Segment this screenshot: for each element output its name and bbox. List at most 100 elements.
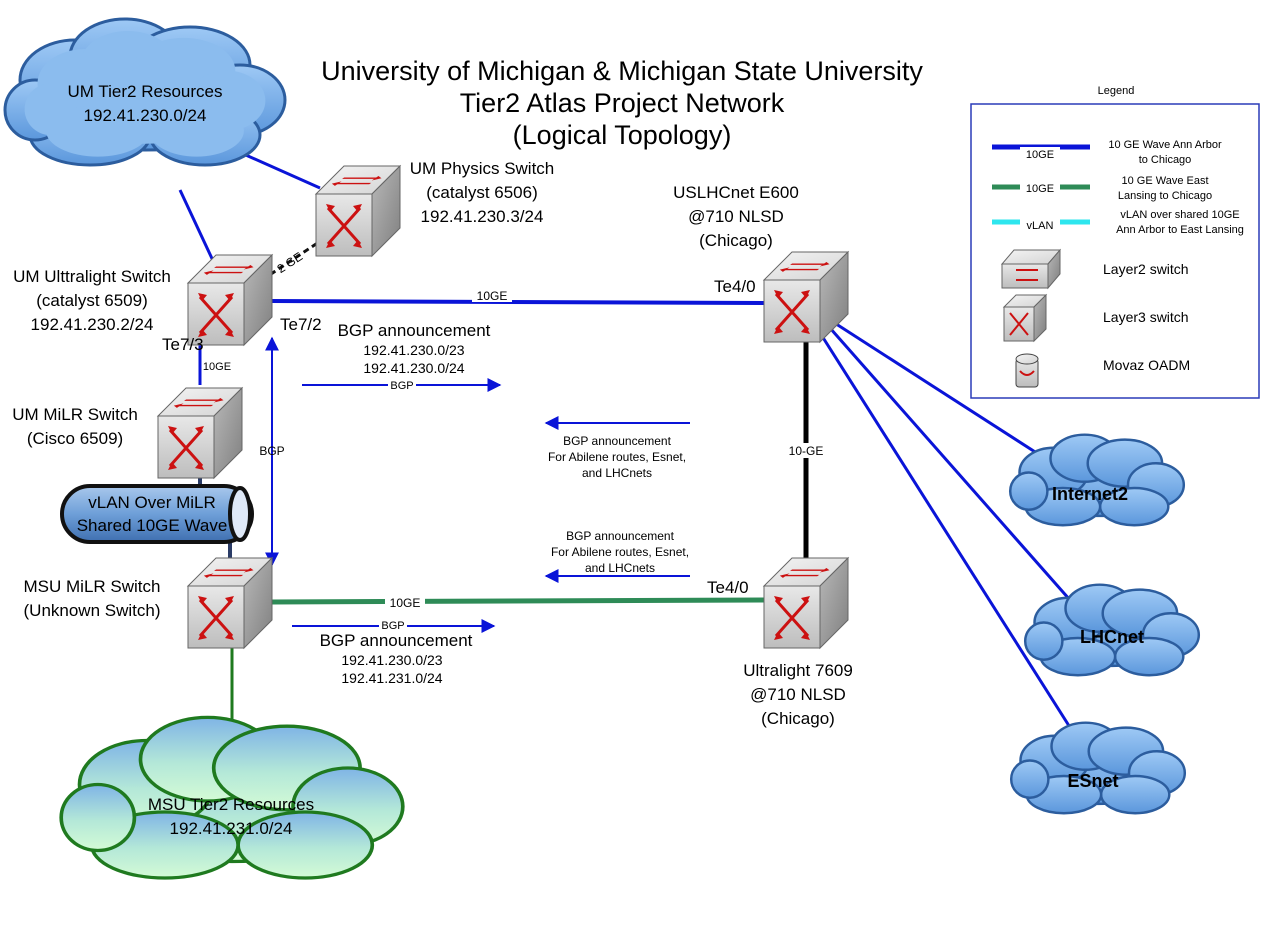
label-2ge: 2 GE	[275, 249, 306, 276]
legend-oadm-label: Movaz OADM	[1103, 357, 1190, 373]
legend-text2-green: Lansing to Chicago	[1118, 190, 1212, 202]
label-uslhcnet: USLHCnet E600 @710 NLSD (Chicago)	[673, 183, 799, 250]
label-10ge-vertical: 10-GE	[789, 444, 824, 458]
internet2-label: Internet2	[1052, 484, 1128, 504]
internet2-cloud	[1008, 433, 1186, 527]
legend-layer3-icon	[1002, 293, 1048, 343]
legend-layer2-icon	[1000, 248, 1062, 290]
ultralight7609-line1: Ultralight 7609	[743, 661, 853, 680]
switch-msu-milr[interactable]	[186, 556, 274, 650]
title-line1: University of Michigan & Michigan State …	[321, 56, 923, 86]
um-physics-line2: (catalyst 6506)	[426, 183, 538, 202]
bgp-chi-um-line2: For Abilene routes, Esnet,	[548, 450, 686, 464]
switch-ultralight-7609[interactable]	[762, 556, 850, 650]
legend-tag-blue: 10GE	[1026, 149, 1054, 161]
um-ultralight-line1: UM Ulttralight Switch	[13, 267, 171, 286]
title-line2: Tier2 Atlas Project Network	[460, 88, 785, 118]
bgp-msu-out-line2: 192.41.230.0/23	[341, 652, 442, 668]
legend-item-blue: 10GE 10 GE Wave Ann Arbor to Chicago	[992, 139, 1222, 166]
label-msu-milr: MSU MiLR Switch (Unknown Switch)	[24, 577, 161, 620]
legend-layer3-label: Layer3 switch	[1103, 309, 1189, 325]
switch-um-ultralight[interactable]	[186, 253, 274, 347]
legend-item-green: 10GE 10 GE Wave East Lansing to Chicago	[992, 175, 1212, 202]
legend-text2-blue: to Chicago	[1139, 154, 1192, 166]
bgp-chi-msu-line1: BGP announcement	[566, 529, 675, 543]
legend-text1-cyan: vLAN over shared 10GE	[1120, 209, 1239, 221]
legend-tag-green: 10GE	[1026, 183, 1054, 195]
esnet-label: ESnet	[1067, 771, 1118, 791]
label-10ge-bottom: 10GE	[390, 596, 421, 610]
um-physics-line1: UM Physics Switch	[410, 159, 555, 178]
uslhcnet-line1: USLHCnet E600	[673, 183, 799, 202]
port-te4-0-bottom: Te4/0	[707, 578, 749, 597]
legend-oadm-icon	[1015, 353, 1039, 388]
legend-tag-cyan: vLAN	[1027, 220, 1054, 232]
switch-um-milr[interactable]	[156, 386, 244, 480]
link-umcloud-ultralight	[178, 189, 217, 266]
ultralight7609-line2: @710 NLSD	[750, 685, 846, 704]
bgp-chi-um-line1: BGP announcement	[563, 434, 672, 448]
title-line3: (Logical Topology)	[513, 120, 732, 150]
msu-milr-line2: (Unknown Switch)	[24, 601, 161, 620]
uslhcnet-line2: @710 NLSD	[688, 207, 784, 226]
link-msu-ultralight7609-10ge	[271, 597, 771, 605]
lhcnet-label: LHCnet	[1080, 627, 1144, 647]
um-milr-line2: (Cisco 6509)	[27, 429, 123, 448]
port-te7-3: Te7/3	[162, 335, 204, 354]
bgp-msu-out-arrow-label: BGP	[381, 620, 404, 632]
um-ultralight-line2: (catalyst 6509)	[36, 291, 148, 310]
label-um-milr: UM MiLR Switch (Cisco 6509)	[12, 405, 138, 448]
link-uslhcnet-lhcnet	[828, 327, 1072, 601]
bgp-chi-um-line3: and LHCnets	[582, 466, 652, 480]
legend-layer2-label: Layer2 switch	[1103, 261, 1189, 277]
bgp-msu-out-line3: 192.41.231.0/24	[341, 670, 442, 686]
label-um-physics: UM Physics Switch (catalyst 6506) 192.41…	[410, 159, 555, 226]
bgp-um-out-line3: 192.41.230.0/24	[363, 360, 464, 376]
msu-milr-line1: MSU MiLR Switch	[24, 577, 161, 596]
msu-tier2-label: MSU Tier2 Resources 192.41.231.0/24	[148, 795, 314, 838]
esnet-cloud	[1009, 721, 1187, 815]
uslhcnet-line3: (Chicago)	[699, 231, 773, 250]
switch-um-physics[interactable]	[314, 164, 402, 258]
um-tier2-cloud: UM Tier2 Resources 192.41.230.0/24	[3, 17, 287, 167]
um-physics-line3: 192.41.230.3/24	[421, 207, 544, 226]
bgp-msu-out-title: BGP announcement	[320, 631, 473, 650]
router-arrows-icon	[326, 207, 362, 245]
bgp-chi-to-msu: BGP announcement For Abilene routes, Esn…	[551, 529, 689, 575]
port-te4-0-top: Te4/0	[714, 277, 756, 296]
page-title: University of Michigan & Michigan State …	[321, 56, 923, 150]
link-uslhcnet-esnet	[820, 335, 1080, 741]
bgp-um-out: BGP announcement 192.41.230.0/23 192.41.…	[338, 321, 491, 392]
port-te7-2: Te7/2	[280, 315, 322, 334]
bgp-msu-out: BGP BGP announcement 192.41.230.0/23 192…	[320, 619, 473, 686]
ultralight7609-line3: (Chicago)	[761, 709, 835, 728]
msu-tier2-subnet: 192.41.231.0/24	[170, 819, 293, 838]
link-ultralight-uslhcnet-10ge	[271, 299, 771, 305]
bgp-um-out-arrow-label: BGP	[390, 380, 413, 392]
bgp-chi-to-um: BGP announcement For Abilene routes, Esn…	[548, 434, 686, 480]
legend-item-cyan: vLAN vLAN over shared 10GE Ann Arbor to …	[992, 209, 1244, 236]
um-ultralight-line3: 192.41.230.2/24	[31, 315, 154, 334]
vlan-tube-line2: Shared 10GE Wave	[77, 516, 228, 535]
label-um-ultralight: UM Ulttralight Switch (catalyst 6509) 19…	[13, 267, 171, 334]
bgp-chi-msu-line2: For Abilene routes, Esnet,	[551, 545, 689, 559]
vlan-tube: vLAN Over MiLR Shared 10GE Wave	[60, 484, 254, 544]
label-10ge-top: 10GE	[477, 289, 508, 303]
legend: Legend 10GE 10 GE Wave Ann Arbor to Chic…	[970, 85, 1260, 399]
legend-text1-green: 10 GE Wave East	[1121, 175, 1208, 187]
um-tier2-name: UM Tier2 Resources	[68, 82, 223, 101]
vlan-tube-line1: vLAN Over MiLR	[88, 493, 216, 512]
label-10ge-milr: 10GE	[203, 361, 231, 373]
bgp-um-out-line2: 192.41.230.0/23	[363, 342, 464, 358]
legend-text1-blue: 10 GE Wave Ann Arbor	[1108, 139, 1222, 151]
um-milr-line1: UM MiLR Switch	[12, 405, 138, 424]
label-ultralight-7609: Ultralight 7609 @710 NLSD (Chicago)	[743, 661, 853, 728]
legend-text2-cyan: Ann Arbor to East Lansing	[1116, 224, 1244, 236]
bgp-um-out-title: BGP announcement	[338, 321, 491, 340]
link-uslhcnet-internet2	[829, 318, 1061, 470]
bgp-chi-msu-line3: and LHCnets	[585, 561, 655, 575]
um-tier2-subnet: 192.41.230.0/24	[84, 106, 207, 125]
legend-title: Legend	[1098, 85, 1135, 97]
switch-uslhcnet[interactable]	[762, 250, 850, 344]
